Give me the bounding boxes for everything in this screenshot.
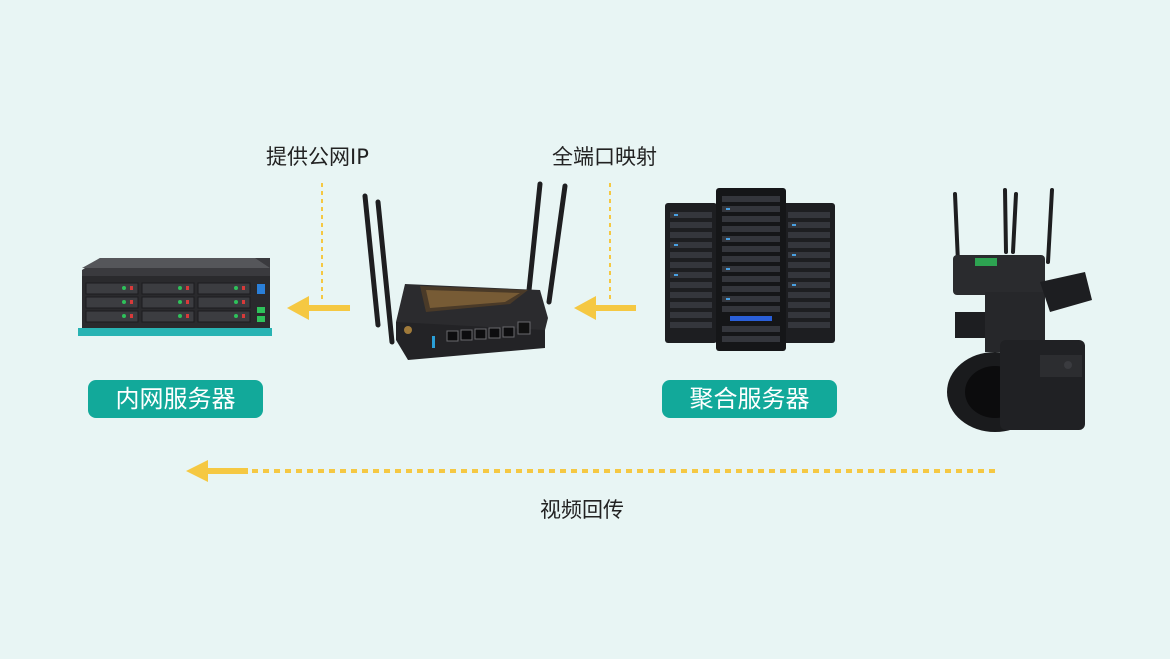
arrow-to-intranet-server (287, 296, 350, 320)
public-ip-label: 提供公网IP (266, 145, 369, 169)
intranet-server-badge: 内网服务器 (88, 380, 263, 418)
video-return-arrow (186, 460, 995, 482)
router-icon (362, 181, 568, 360)
camera-icon (947, 188, 1092, 432)
aggregation-server-icon (665, 188, 835, 351)
port-mapping-label: 全端口映射 (552, 145, 657, 169)
video-return-label: 视频回传 (540, 498, 624, 522)
arrow-to-router (574, 296, 636, 320)
intranet-server-icon (78, 258, 272, 336)
aggregation-server-badge: 聚合服务器 (662, 380, 837, 418)
